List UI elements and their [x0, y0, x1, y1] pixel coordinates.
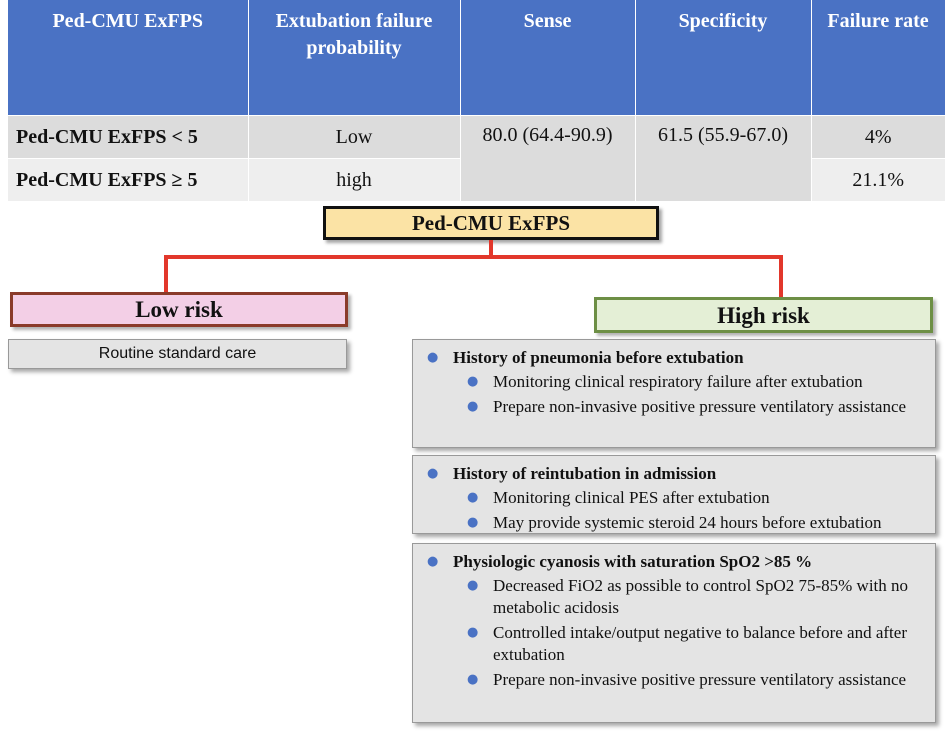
- table-header: Specificity: [635, 0, 812, 116]
- score-table: Ped-CMU ExFPS Extubation failure probabi…: [8, 0, 946, 201]
- table-header: Failure rate: [811, 0, 946, 116]
- bullet-icon: ●: [467, 374, 479, 389]
- panel-heading-text: History of reintubation in admission: [453, 464, 717, 483]
- table-row: Ped-CMU ExFPS ≥ 5 high 21.1%: [8, 158, 945, 201]
- failure-rate-cell: 4%: [811, 115, 945, 159]
- probability-cell: high: [248, 158, 461, 201]
- high-risk-node: High risk: [594, 297, 933, 333]
- root-node: Ped-CMU ExFPS: [323, 206, 659, 240]
- routine-care-box: Routine standard care: [8, 339, 347, 369]
- list-item-text: Monitoring clinical respiratory failure …: [493, 372, 863, 391]
- list-item-text: Prepare non-invasive positive pressure v…: [493, 397, 907, 416]
- list-item: ● Decreased FiO2 as possible to control …: [421, 575, 927, 619]
- list-item-text: Controlled intake/output negative to bal…: [493, 623, 907, 664]
- high-risk-panel-cyanosis: ● Physiologic cyanosis with saturation S…: [412, 543, 936, 723]
- high-risk-panel-pneumonia: ● History of pneumonia before extubation…: [412, 339, 936, 448]
- list-item: ● Monitoring clinical respiratory failur…: [421, 371, 927, 393]
- score-cell: Ped-CMU ExFPS < 5: [8, 115, 249, 159]
- panel-heading: ● History of pneumonia before extubation: [421, 348, 927, 368]
- bullet-icon: ●: [467, 490, 479, 505]
- table-header-row: Ped-CMU ExFPS Extubation failure probabi…: [8, 0, 946, 116]
- bullet-icon: ●: [467, 578, 479, 593]
- probability-cell: Low: [248, 115, 461, 159]
- list-item: ● Controlled intake/output negative to b…: [421, 622, 927, 666]
- bullet-icon: ●: [427, 554, 439, 569]
- connector-vertical-low: [164, 255, 168, 293]
- bullet-icon: ●: [467, 515, 479, 530]
- panel-heading: ● History of reintubation in admission: [421, 464, 927, 484]
- bullet-icon: ●: [467, 672, 479, 687]
- list-item: ● Prepare non-invasive positive pressure…: [421, 669, 927, 691]
- bullet-icon: ●: [427, 350, 439, 365]
- high-risk-panel-reintubation: ● History of reintubation in admission ●…: [412, 455, 936, 534]
- table-header: Ped-CMU ExFPS: [8, 0, 249, 116]
- list-item: ● May provide systemic steroid 24 hours …: [421, 512, 927, 534]
- bullet-icon: ●: [427, 466, 439, 481]
- panel-heading-text: Physiologic cyanosis with saturation SpO…: [453, 552, 813, 571]
- list-item-text: May provide systemic steroid 24 hours be…: [493, 513, 882, 532]
- panel-heading: ● Physiologic cyanosis with saturation S…: [421, 552, 927, 572]
- failure-rate-cell: 21.1%: [811, 158, 945, 201]
- bullet-icon: ●: [467, 625, 479, 640]
- connector-vertical-high: [779, 255, 783, 298]
- connector-vertical-root: [489, 240, 493, 258]
- list-item-text: Decreased FiO2 as possible to control Sp…: [493, 576, 909, 617]
- low-risk-node: Low risk: [10, 292, 348, 327]
- list-item-text: Monitoring clinical PES after extubation: [493, 488, 770, 507]
- bullet-icon: ●: [467, 399, 479, 414]
- sense-cell: 80.0 (64.4-90.9): [460, 115, 636, 201]
- list-item: ● Monitoring clinical PES after extubati…: [421, 487, 927, 509]
- specificity-cell: 61.5 (55.9-67.0): [635, 115, 812, 201]
- table-header: Sense: [460, 0, 636, 116]
- list-item-text: Prepare non-invasive positive pressure v…: [493, 670, 907, 689]
- connector-horizontal: [164, 255, 783, 259]
- panel-heading-text: History of pneumonia before extubation: [453, 348, 744, 367]
- list-item: ● Prepare non-invasive positive pressure…: [421, 396, 927, 418]
- score-cell: Ped-CMU ExFPS ≥ 5: [8, 158, 249, 201]
- table-row: Ped-CMU ExFPS < 5 Low 80.0 (64.4-90.9) 6…: [8, 115, 945, 201]
- table-header: Extubation failure probability: [248, 0, 461, 116]
